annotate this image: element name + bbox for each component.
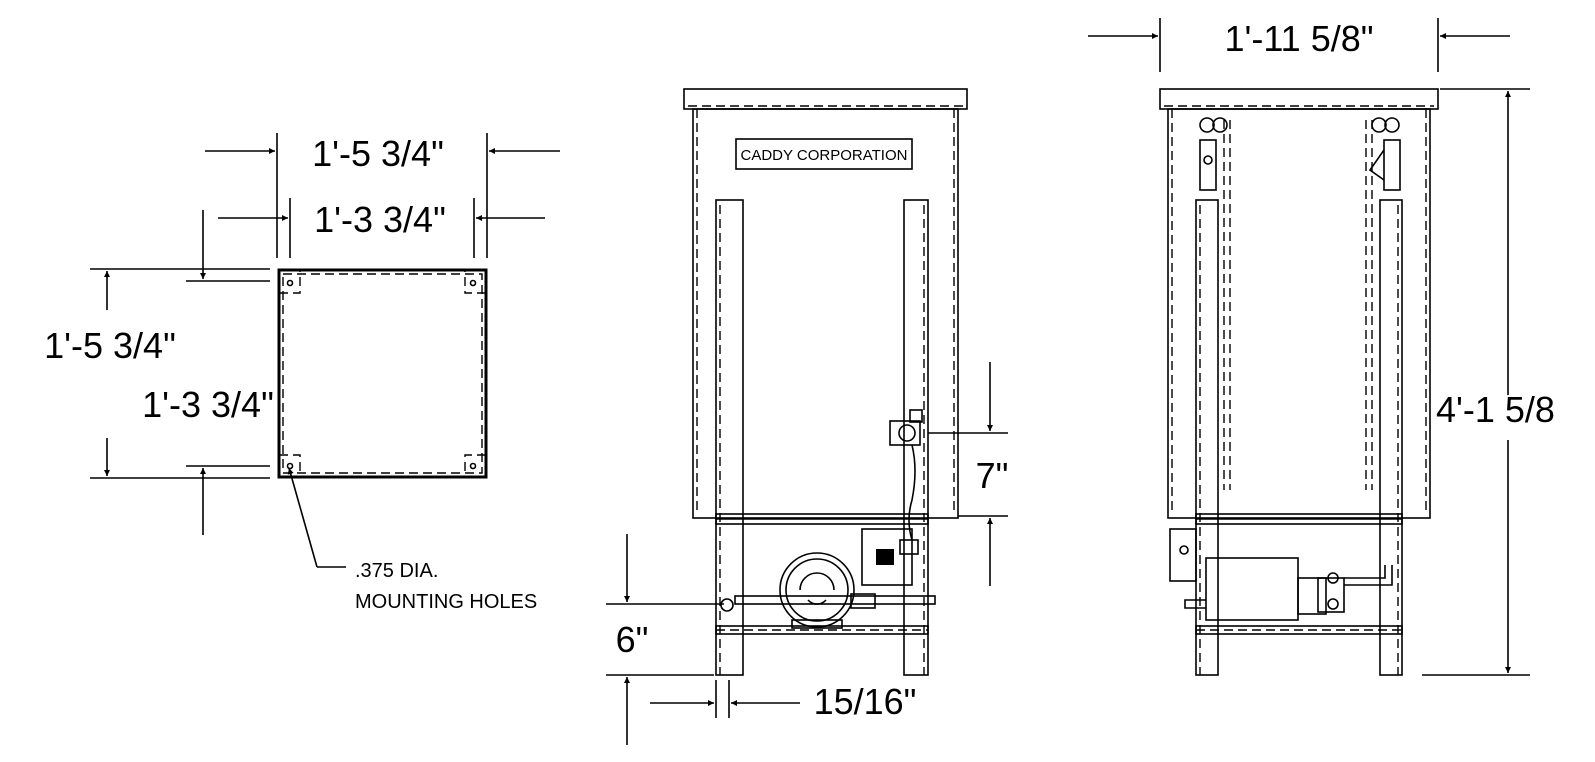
mounting-hole-br: [464, 454, 486, 477]
top-view: 1'-5 3/4" 1'-3 3/4" 1'-5 3/4" 1'-3 3/4": [44, 133, 560, 613]
dim-front-valve-height: 7": [928, 362, 1008, 586]
front-valve: [889, 409, 923, 555]
mounting-hole-bl: [279, 454, 301, 477]
mounting-holes-note: .375 DIA. MOUNTING HOLES: [287, 467, 537, 613]
side-electrical-box: [1169, 528, 1197, 582]
dim-side-overall-height: 4'-1 5/8: [1422, 88, 1555, 676]
side-overall-width-label: 1'-11 5/8": [1224, 18, 1373, 59]
hole-note-line1: .375 DIA.: [355, 560, 438, 582]
side-valve-right: [1368, 117, 1401, 191]
dim-top-outer-depth: 1'-5 3/4": [44, 268, 270, 479]
nameplate-text: CADDY CORPORATION: [741, 147, 908, 164]
front-pump-motor: [779, 552, 855, 629]
dim-top-outer-width: 1'-5 3/4": [205, 133, 560, 258]
top-inner-width-label: 1'-3 3/4": [314, 199, 446, 240]
nameplate: [735, 138, 913, 170]
dim-top-inner-width: 1'-3 3/4": [218, 198, 545, 258]
front-right-post: [903, 199, 929, 676]
top-outer-width-label: 1'-5 3/4": [312, 133, 444, 174]
top-view-inner-outline: [282, 273, 483, 474]
front-valve-height-label: 7": [976, 455, 1009, 496]
side-left-post: [1195, 199, 1219, 676]
control-box: [861, 528, 913, 586]
front-lid: [683, 88, 968, 110]
front-view: CADDY CORPORATION: [606, 88, 1008, 745]
side-pump: [1184, 557, 1393, 621]
side-overall-height-label: 4'-1 5/8: [1436, 389, 1555, 430]
side-right-post: [1379, 199, 1403, 676]
front-cabinet: [692, 108, 959, 519]
front-pipe: [734, 595, 936, 605]
dim-side-overall-width: 1'-11 5/8": [1088, 18, 1510, 72]
top-inner-depth-label: 1'-3 3/4": [142, 384, 274, 425]
front-pump-height-label: 6": [616, 619, 649, 660]
front-left-post: [715, 199, 744, 676]
mounting-hole-tl: [279, 270, 301, 294]
side-valve-left: [1199, 117, 1228, 191]
dim-front-leg-offset: 15/16": [650, 680, 916, 722]
top-outer-depth-label: 1'-5 3/4": [44, 325, 176, 366]
hole-note-line2: MOUNTING HOLES: [355, 591, 537, 613]
top-view-outline: [277, 268, 488, 479]
front-leg-offset-label: 15/16": [814, 681, 917, 722]
side-cabinet: [1167, 108, 1431, 519]
dim-front-pump-height: 6": [606, 534, 724, 745]
dim-top-inner-depth: 1'-3 3/4": [142, 210, 274, 535]
side-view: 1'-11 5/8" 4'-1 5/8: [1088, 18, 1555, 676]
mounting-hole-tr: [464, 270, 486, 294]
